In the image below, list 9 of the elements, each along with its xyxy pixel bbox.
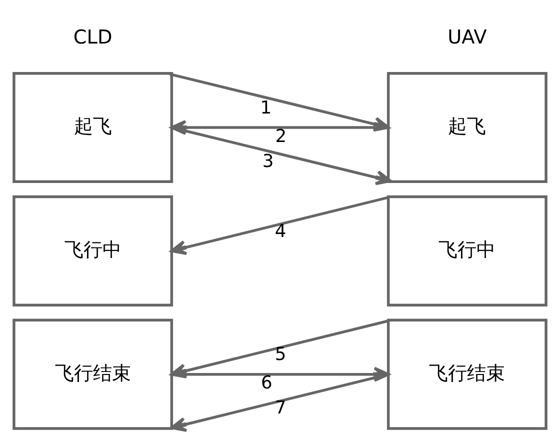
edge-label: 5	[274, 344, 286, 366]
edge-label: 6	[261, 372, 272, 394]
label: UAV	[448, 25, 487, 48]
edge-label: 7	[274, 398, 286, 419]
label: CLD	[73, 25, 112, 48]
edge-label: 3	[262, 150, 274, 172]
edge-label: 1	[260, 97, 272, 118]
edge-label: 4	[274, 220, 286, 242]
edge-label: 2	[275, 126, 287, 147]
